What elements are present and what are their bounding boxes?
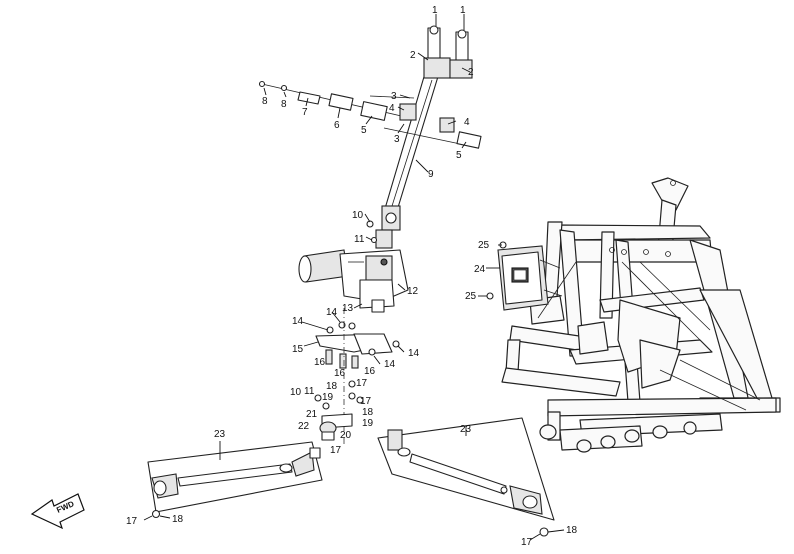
callout-16: 16 [334, 368, 346, 379]
callout-18: 18 [326, 381, 338, 392]
callout-17: 17 [330, 445, 342, 456]
callout-17: 17 [126, 516, 138, 527]
callout-13: 13 [342, 303, 354, 314]
callout-10: 10 [290, 387, 302, 398]
callout-11: 11 [304, 386, 315, 397]
callout-3: 3 [391, 91, 397, 102]
steering-shaft [383, 25, 473, 215]
callout-4: 4 [389, 103, 395, 114]
callout-5: 5 [456, 150, 462, 161]
callout-9: 9 [428, 169, 434, 180]
leader-lines [143, 14, 565, 541]
callout-2: 2 [410, 50, 416, 61]
tie-rod-left [147, 441, 323, 519]
callout-19: 19 [362, 418, 374, 429]
callout-4: 4 [464, 117, 470, 128]
callout-21: 21 [306, 409, 318, 420]
callout-11: 11 [354, 234, 365, 245]
callout-1: 1 [460, 5, 466, 16]
callout-18: 18 [566, 525, 578, 536]
callout-12: 12 [407, 286, 419, 297]
callout-8: 8 [262, 96, 268, 107]
vehicle-frame [501, 177, 781, 453]
universal-joint [366, 205, 401, 249]
callout-23: 23 [214, 429, 226, 440]
callout-18: 18 [362, 407, 374, 418]
callout-25: 25 [478, 240, 490, 251]
control-module [497, 245, 563, 311]
callout-25: 25 [465, 291, 477, 302]
callout-17: 17 [356, 378, 368, 389]
callout-22: 22 [298, 421, 310, 432]
callout-6: 6 [334, 120, 340, 131]
tie-rod-right [377, 417, 555, 537]
callout-18: 18 [172, 514, 184, 525]
callout-23: 23 [460, 424, 472, 435]
callout-19: 19 [322, 392, 334, 403]
callout-2: 2 [468, 67, 474, 78]
callout-14: 14 [326, 307, 338, 318]
ecu-bolts [486, 241, 507, 300]
callout-14: 14 [408, 348, 420, 359]
callout-5: 5 [361, 125, 367, 136]
callout-17: 17 [360, 396, 372, 407]
callout-16: 16 [314, 357, 326, 368]
callout-20: 20 [340, 430, 352, 441]
callout-1: 1 [432, 5, 438, 16]
callout-10: 10 [352, 210, 364, 221]
callout-24: 24 [474, 264, 486, 275]
callout-16: 16 [364, 366, 376, 377]
upper-mount-hardware [258, 80, 482, 149]
callout-14: 14 [384, 359, 396, 370]
callout-numbers: 1 1 2 2 3 3 4 4 5 5 6 7 8 8 9 10 10 11 1… [126, 5, 578, 548]
mounting-bracket [314, 308, 400, 446]
callout-8: 8 [281, 99, 287, 110]
callout-3: 3 [394, 134, 400, 145]
forward-arrow-icon: FWD [30, 493, 85, 530]
callout-14: 14 [292, 316, 304, 327]
callout-17: 17 [521, 537, 533, 548]
callout-7: 7 [302, 107, 308, 118]
eps-motor-unit [298, 249, 409, 313]
callout-15: 15 [292, 344, 304, 355]
